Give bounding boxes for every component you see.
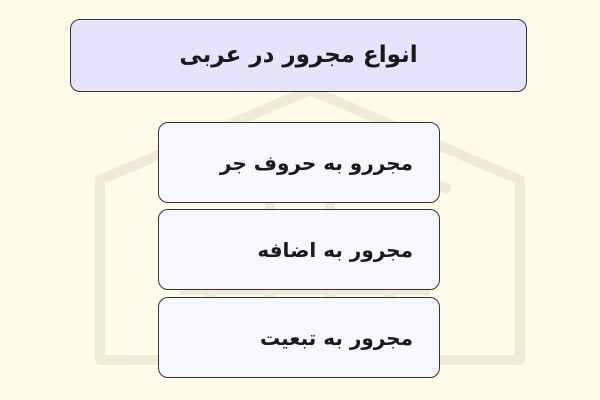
category-box-3: مجرور به تبعیت [158,297,440,378]
category-label-3: مجرور به تبعیت [259,325,413,350]
diagram-title-box: انواع مجرور در عربی [70,19,527,92]
category-label-1: مجررو به حروف جر [219,150,413,175]
category-box-1: مجررو به حروف جر [158,122,440,203]
category-label-2: مجرور به اضافه [257,237,413,262]
diagram-title: انواع مجرور در عربی [179,42,418,68]
category-box-2: مجرور به اضافه [158,209,440,290]
